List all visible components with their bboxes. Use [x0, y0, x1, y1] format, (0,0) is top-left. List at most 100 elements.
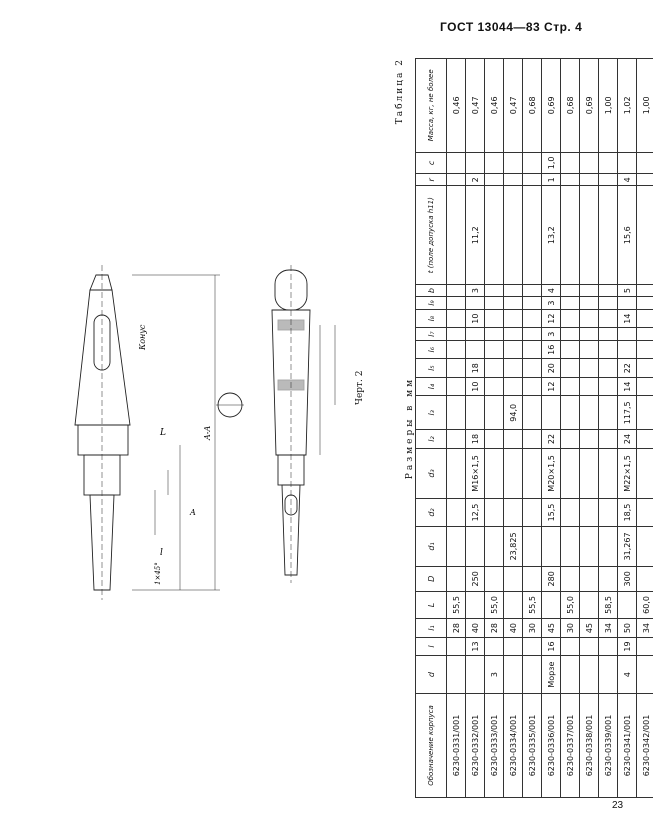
- drawing-caption: Черт. 2: [355, 370, 365, 405]
- table-cell: [522, 448, 542, 499]
- table-cell: [636, 566, 653, 592]
- table-cell: [484, 327, 504, 341]
- table-cell: 40: [465, 618, 485, 638]
- table-cell: [636, 655, 653, 694]
- table-cell: [522, 340, 542, 359]
- table-cell: [484, 173, 504, 186]
- table-cell: [522, 327, 542, 341]
- table-cell: 4: [617, 173, 637, 186]
- table-cell: [636, 152, 653, 174]
- table-cell: 30: [522, 618, 542, 638]
- table-cell: 3: [465, 284, 485, 297]
- table-cell: [503, 655, 523, 694]
- table-cell: [560, 309, 580, 328]
- table-column-header: l₄: [415, 377, 447, 396]
- table-cell: [560, 340, 580, 359]
- table-cell: 280: [541, 566, 561, 592]
- table-column-header: d₂: [415, 498, 447, 527]
- table-cell: 0,69: [579, 58, 599, 153]
- table-cell: [522, 526, 542, 567]
- section-label: A-A: [203, 426, 212, 441]
- table-cell: [522, 296, 542, 310]
- table-cell: 10: [465, 309, 485, 328]
- table-cell: 55,5: [446, 591, 466, 619]
- table-cell: [579, 591, 599, 619]
- table-cell: [560, 358, 580, 378]
- page-number: 23: [612, 800, 624, 811]
- table-column-header: l₃: [415, 395, 447, 430]
- table-cell: [579, 296, 599, 310]
- table-cell: [484, 429, 504, 449]
- table-cell: [446, 498, 466, 527]
- table-cell: [598, 429, 618, 449]
- table-cell: [598, 637, 618, 656]
- table-cell: [579, 340, 599, 359]
- table-cell: 45: [541, 618, 561, 638]
- table-cell: [598, 358, 618, 378]
- table-cell: [560, 526, 580, 567]
- table-column-header: t (поле допуска h11): [415, 185, 447, 285]
- table-cell: [465, 526, 485, 567]
- table-cell: 0,47: [465, 58, 485, 153]
- table-cell: 55,0: [484, 591, 504, 619]
- table-cell: 55,0: [560, 591, 580, 619]
- table-cell: 4: [617, 655, 637, 694]
- table-cell: [503, 327, 523, 341]
- table-cell: Морзе: [541, 655, 561, 694]
- table-cell: [636, 429, 653, 449]
- table-cell: [503, 309, 523, 328]
- table-cell: [465, 591, 485, 619]
- table-cell: [636, 284, 653, 297]
- table-cell: [522, 395, 542, 430]
- table-cell: 0,46: [446, 58, 466, 153]
- table-cell: 6230-0342/001: [636, 693, 653, 798]
- table-column-header: l₆: [415, 340, 447, 359]
- table-cell: 0,47: [503, 58, 523, 153]
- table-cell: [579, 526, 599, 567]
- table-cell: [522, 655, 542, 694]
- table-cell: 0,69: [541, 58, 561, 153]
- table-cell: [560, 395, 580, 430]
- table-cell: [560, 655, 580, 694]
- table-cell: [522, 309, 542, 328]
- table-cell: 12: [541, 309, 561, 328]
- table-cell: [636, 395, 653, 430]
- table-cell: [522, 566, 542, 592]
- table-cell: [636, 448, 653, 499]
- table-cell: 1,02: [617, 58, 637, 153]
- table-cell: 0,68: [522, 58, 542, 153]
- table-cell: 16: [541, 340, 561, 359]
- table-cell: [484, 284, 504, 297]
- table-column-header: l₉: [415, 296, 447, 310]
- table-column-header: l₂: [415, 429, 447, 449]
- table-cell: [484, 526, 504, 567]
- table-cell: 20: [541, 358, 561, 378]
- table-cell: [598, 173, 618, 186]
- table-cell: [541, 591, 561, 619]
- table-cell: [636, 526, 653, 567]
- table-cell: [503, 185, 523, 285]
- table-cell: [446, 526, 466, 567]
- table-cell: 34: [636, 618, 653, 638]
- table-cell: 2: [465, 173, 485, 186]
- table-cell: [636, 296, 653, 310]
- table-cell: [522, 284, 542, 297]
- table-cell: 3: [541, 296, 561, 310]
- table-column-header: d₁: [415, 526, 447, 567]
- table-cell: [617, 327, 637, 341]
- table-cell: 6230-0338/001: [579, 693, 599, 798]
- table-cell: [579, 448, 599, 499]
- table-cell: [617, 340, 637, 359]
- table-cell: [446, 152, 466, 174]
- table-cell: [560, 173, 580, 186]
- table-cell: [522, 152, 542, 174]
- table-cell: [446, 395, 466, 430]
